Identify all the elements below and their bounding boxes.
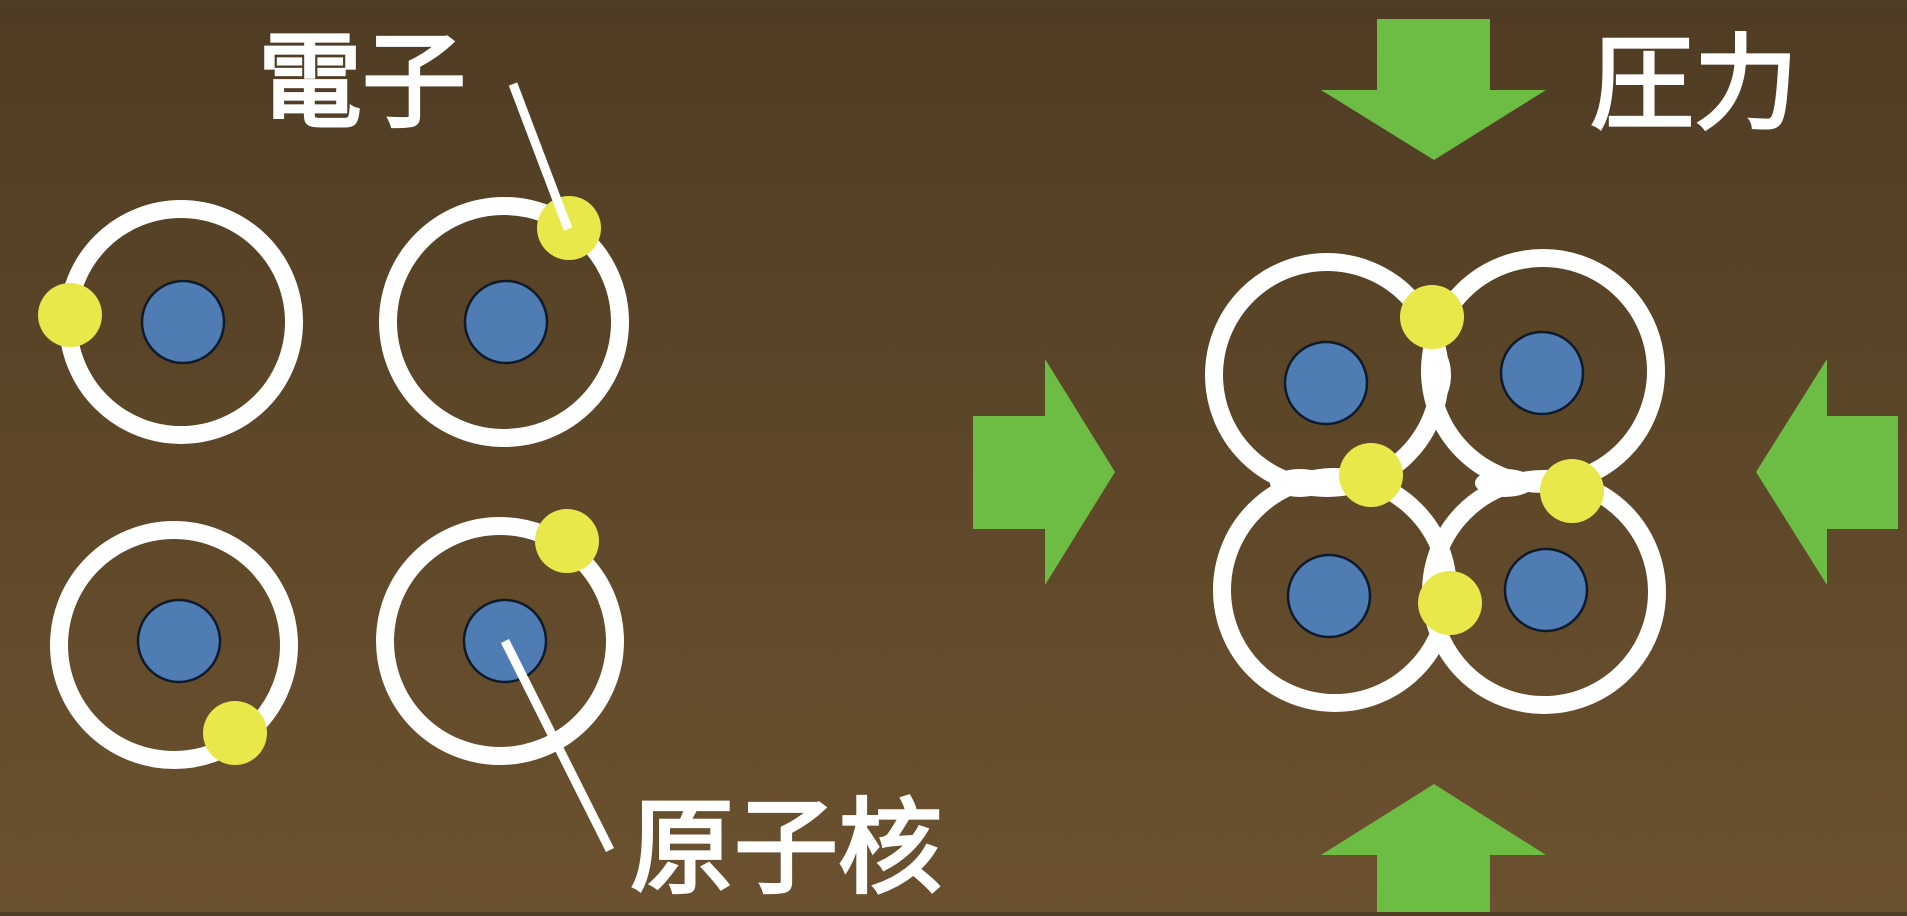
- electron-leader-line: [508, 82, 573, 231]
- pressure-arrows: [973, 19, 1898, 912]
- electron-orbit: [50, 521, 298, 769]
- electron: [1400, 285, 1464, 349]
- free-atom: [38, 200, 303, 444]
- orbit-overlap: [1270, 469, 1330, 497]
- atomic-nucleus: [463, 279, 549, 365]
- electron: [1418, 571, 1482, 635]
- pressure-arrow-left: [973, 359, 1115, 585]
- pressure-arrow-right: [1756, 359, 1898, 585]
- nucleus-leader-line: [500, 638, 615, 853]
- electron: [1540, 459, 1604, 523]
- pressure-arrow-top: [1321, 19, 1546, 160]
- orbit-overlap: [1423, 347, 1451, 403]
- electron: [535, 509, 599, 573]
- free-atom: [379, 196, 629, 447]
- free-atoms-group: [38, 196, 629, 769]
- free-atom: [50, 521, 298, 769]
- atomic-nucleus: [1286, 553, 1372, 639]
- nucleus-label: 原子核: [630, 787, 943, 909]
- pressure-arrow-bottom: [1321, 784, 1546, 912]
- atomic-nucleus: [136, 598, 222, 684]
- atomic-nucleus: [1503, 547, 1589, 633]
- electron-orbit: [379, 197, 629, 447]
- atomic-nucleus: [1283, 340, 1369, 426]
- atomic-nucleus: [140, 279, 226, 365]
- orbit-overlap: [1475, 469, 1535, 497]
- compressed-atoms-group: [1205, 249, 1666, 714]
- pressure-label: 圧力: [1590, 23, 1799, 145]
- electron: [1339, 443, 1403, 507]
- electron-orbit: [376, 517, 624, 765]
- atomic-nucleus: [1499, 330, 1585, 416]
- electron: [38, 283, 102, 347]
- electron-label: 電子: [258, 21, 467, 143]
- electron: [203, 701, 267, 765]
- free-atom: [376, 509, 624, 765]
